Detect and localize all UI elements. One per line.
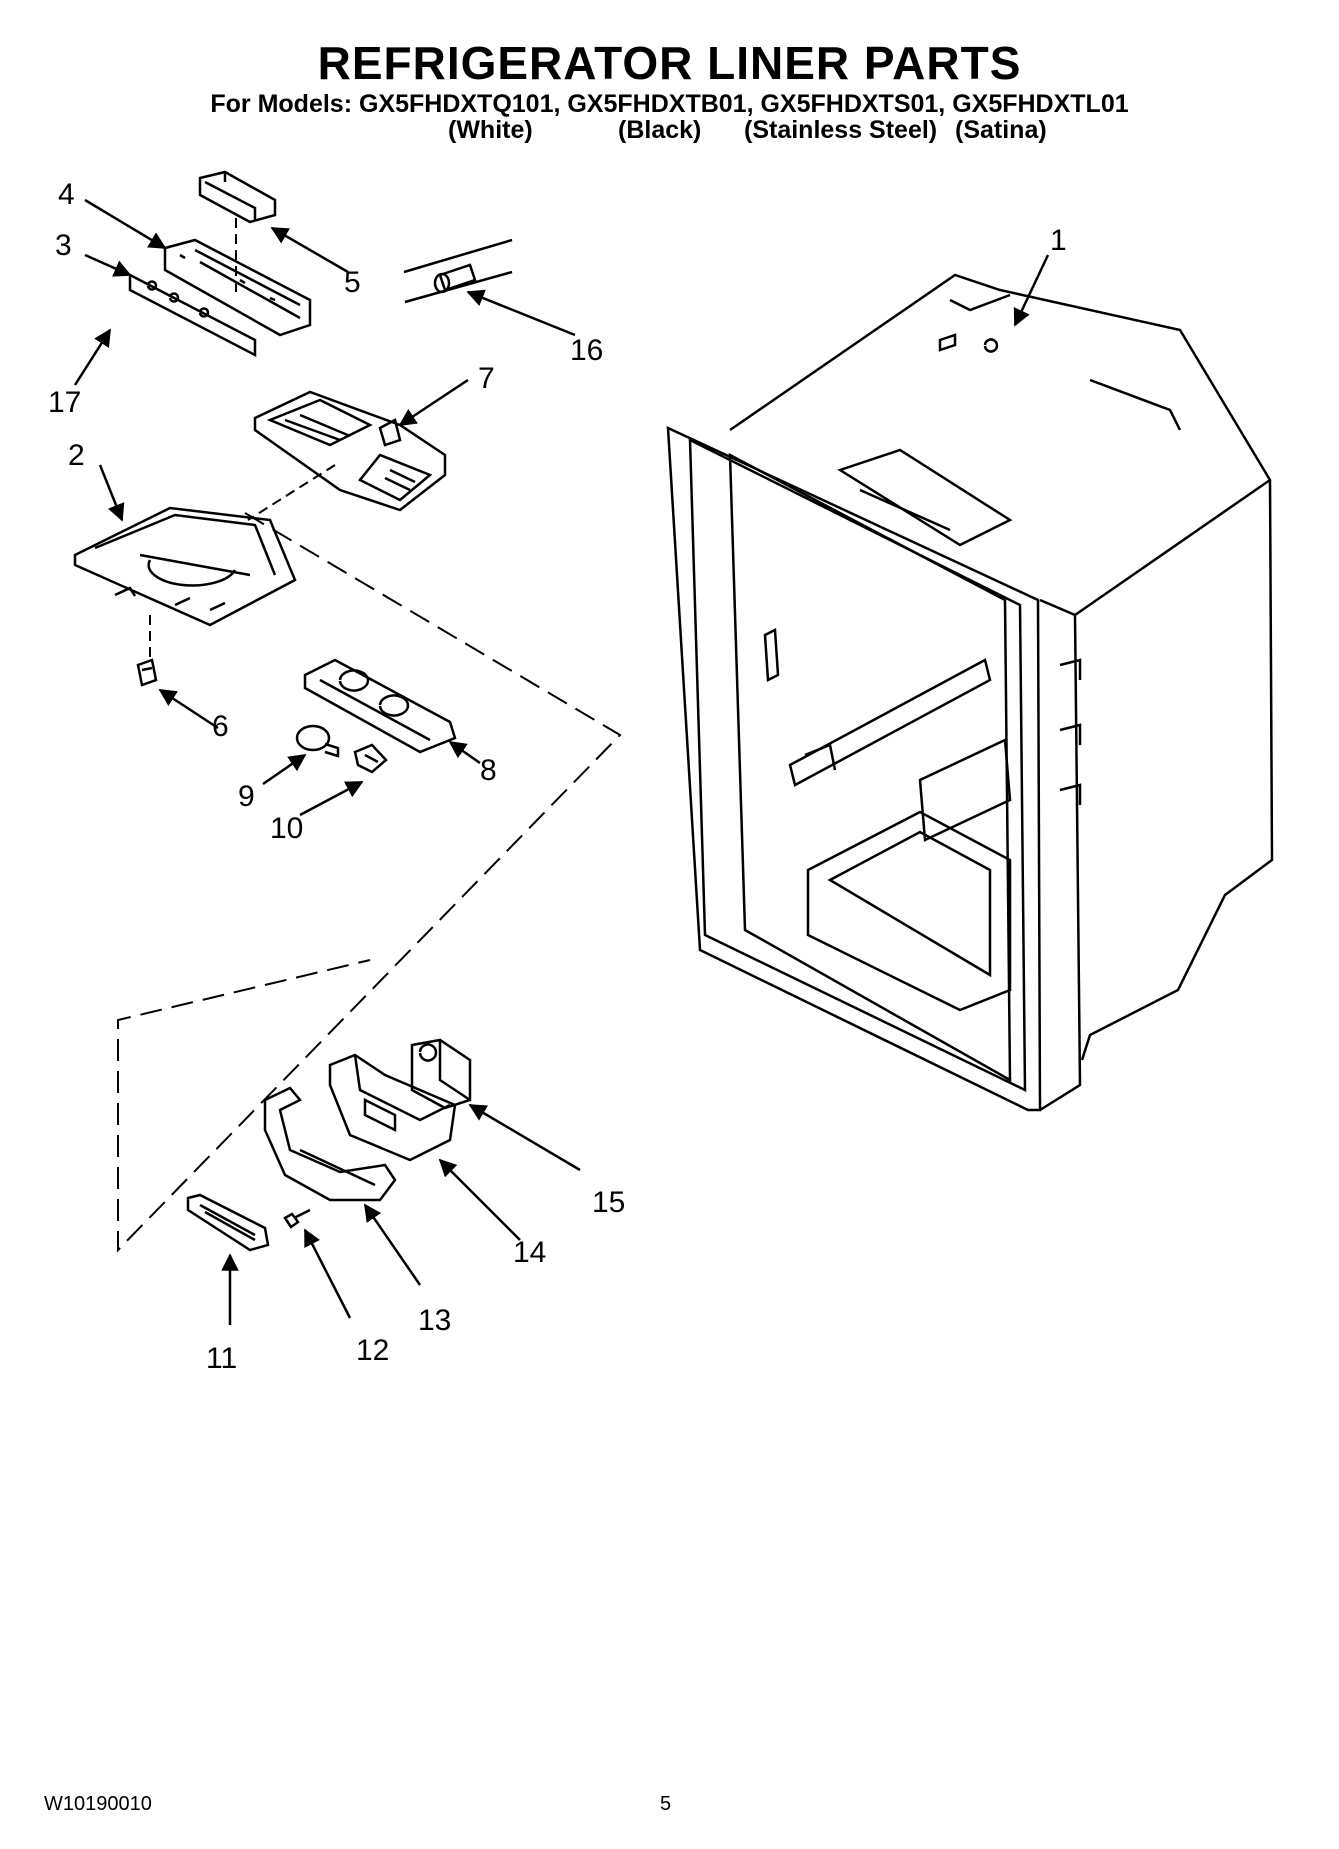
part-paddle [186,1193,270,1252]
part-screw [283,1208,311,1229]
part-diffuser [253,390,447,512]
part-light-housing [303,658,457,754]
part-control-housing [73,506,297,627]
callout-3: 3 [55,229,72,262]
callout-2: 2 [68,439,85,472]
part-dashed-link-7-2 [247,464,336,521]
part-trim-strip [128,272,257,358]
variant-stainless: (Stainless Steel) [744,116,938,144]
part-socket [353,743,388,774]
callout-14: 14 [513,1236,546,1269]
assembly-dashed-outline [117,512,622,1253]
callout-15: 15 [592,1186,625,1219]
variant-black: (Black) [618,116,702,144]
document-number: W10190010 [44,1793,152,1815]
callout-1: 1 [1050,224,1067,257]
model-list: For Models: GX5FHDXTQ101, GX5FHDXTB01, G… [210,90,1129,118]
part-clip [136,658,158,687]
callout-6: 6 [212,710,229,743]
part-dispenser-cover [263,1086,397,1202]
callout-5: 5 [344,266,361,299]
part-dispenser-housing [328,1053,457,1162]
callout-4: 4 [58,178,75,211]
callout-8: 8 [480,754,497,787]
leader-lines [73,198,1050,1325]
part-valve [410,1038,472,1110]
callout-11: 11 [206,1342,237,1375]
callout-13: 13 [418,1304,451,1337]
part-connector [198,170,277,224]
callout-9: 9 [238,780,255,813]
variant-white: (White) [448,116,533,144]
callout-17: 17 [48,386,81,419]
part-liner [666,273,1274,1112]
part-cylinder [403,238,513,304]
callout-16: 16 [570,334,603,367]
callout-10: 10 [270,812,303,845]
variant-satina: (Satina) [955,116,1047,144]
callout-7: 7 [478,362,495,395]
part-bulb [295,724,340,758]
page-number: 5 [660,1793,672,1815]
page-title: REFRIGERATOR LINER PARTS [317,37,1022,89]
callout-12: 12 [356,1334,389,1367]
part-control-panel [163,238,312,337]
